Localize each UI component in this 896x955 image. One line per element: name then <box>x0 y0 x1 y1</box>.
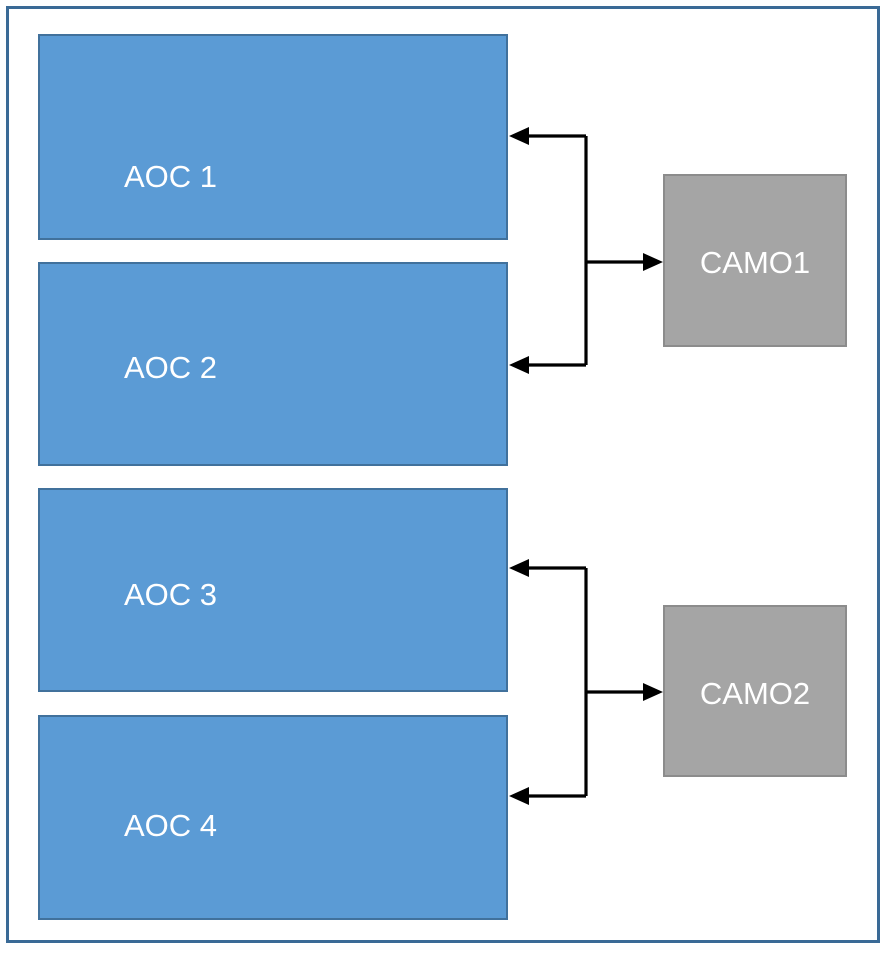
aoc-node-3-label: AOC 3 <box>124 577 218 612</box>
aoc-node-4-label: AOC 4 <box>124 808 218 843</box>
camo-node-1[interactable]: CAMO1 <box>663 174 847 347</box>
camo-node-2[interactable]: CAMO2 <box>663 605 847 777</box>
aoc-node-4[interactable]: AOC 4 <box>38 715 508 920</box>
aoc-node-2-label: AOC 2 <box>124 350 218 385</box>
aoc-node-2[interactable]: AOC 2 <box>38 262 508 466</box>
aoc-node-3[interactable]: AOC 3 <box>38 488 508 692</box>
aoc-node-1[interactable]: AOC 1 <box>38 34 508 240</box>
diagram-frame <box>6 6 880 943</box>
camo-node-1-label: CAMO1 <box>699 245 811 280</box>
aoc-node-1-label: AOC 1 <box>124 159 218 194</box>
camo-node-2-label: CAMO2 <box>699 676 811 711</box>
